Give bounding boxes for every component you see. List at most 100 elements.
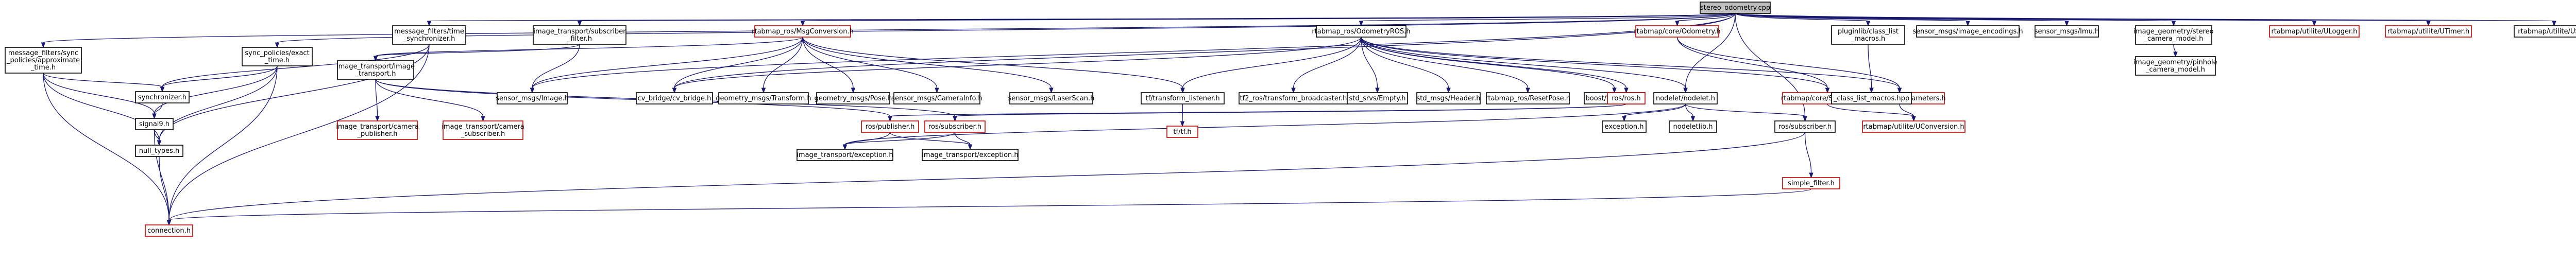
node-imgSubFilter[interactable]: image_transport/subscriber_filter.h	[533, 25, 626, 45]
node-rosPublisher[interactable]: ros/publisher.h	[861, 120, 919, 133]
node-pinhole[interactable]: image_geometry/pinhole_camera_model.h	[2133, 56, 2217, 76]
node-box	[135, 145, 183, 157]
node-sensorEnc[interactable]: sensor_msgs/image_encodings.h	[1912, 25, 2023, 38]
edge-synchronizer-to-signal9	[152, 102, 163, 119]
node-itException[interactable]: image_transport/exception.h	[796, 149, 893, 161]
node-cvBridge[interactable]: cv_bridge/cv_bridge.h	[636, 92, 713, 104]
edge-exactTime-to-connection	[166, 65, 278, 226]
node-coreOdom[interactable]: rtabmap/core/Odometry.h	[1634, 25, 1721, 38]
node-uLogger[interactable]: rtabmap/utilite/ULogger.h	[2269, 25, 2360, 38]
node-label: image_transport/exception.h	[922, 151, 1018, 159]
node-signal9[interactable]: signal9.h	[135, 118, 174, 130]
node-classListMacros[interactable]: _class_list_macros.hpp	[1831, 92, 1912, 104]
node-laserScan[interactable]: sensor_msgs/LaserScan.h	[1008, 92, 1095, 104]
node-tfH[interactable]: tf/tf.h	[1166, 126, 1198, 138]
edge-exactTime-to-nullTypes	[157, 65, 278, 146]
node-label: _synchronizer.h	[403, 35, 455, 43]
edge-root-to-msgConv	[800, 13, 1736, 27]
node-stdHeader[interactable]: std_msgs/Header.h	[1416, 92, 1481, 104]
node-label: sensor_msgs/Image.h	[496, 95, 569, 102]
node-simpleFilter[interactable]: simple_filter.h	[1782, 177, 1840, 189]
node-subscriber[interactable]: ros/subscriber.h	[1774, 120, 1836, 133]
node-label: _camera_model.h	[2145, 66, 2205, 74]
node-nodeletlib[interactable]: nodeletlib.h	[1669, 120, 1717, 133]
node-label: rtabmap_ros/ResetPose.h	[1485, 95, 1570, 102]
node-label: nodeletlib.h	[1673, 123, 1713, 131]
edge-imgTransport-to-camSub	[375, 79, 485, 122]
node-msgFilters[interactable]: message_filters/time_synchronizer.h	[392, 25, 466, 45]
node-connection[interactable]: connection.h	[145, 224, 193, 237]
node-label: _macros.h	[1851, 35, 1885, 43]
node-label: std_msgs/Header.h	[1417, 95, 1481, 102]
node-box	[1782, 177, 1840, 189]
node-msgConv[interactable]: rtabmap_ros/MsgConversion.h	[752, 25, 854, 38]
node-odomROS[interactable]: rtabmap_ros/OdometryROS.h	[1312, 25, 1411, 38]
node-tfListener[interactable]: tf/transform_listener.h	[1141, 92, 1225, 104]
node-sensorImu[interactable]: sensor_msgs/Imu.h	[2035, 25, 2099, 38]
node-label: _time.h	[264, 57, 290, 64]
node-exactTime[interactable]: sync_policies/exact_time.h	[242, 47, 313, 66]
edge-signal9-to-nullTypes	[154, 129, 162, 146]
edge-odomROS-to-rosH	[1361, 37, 1629, 94]
node-box	[1009, 92, 1093, 104]
edge-imgGeomStereo-to-pinhole	[2173, 44, 2178, 58]
node-geoPose[interactable]: geometry_msgs/Pose.h	[815, 92, 892, 104]
node-label: _policies/approximate	[6, 57, 80, 64]
node-imgTransport[interactable]: image_transport/image_transport.h	[336, 60, 415, 80]
edge-odomROS-to-tf2Broad	[1291, 37, 1362, 94]
node-synchronizer[interactable]: synchronizer.h	[135, 91, 190, 103]
node-camInfo[interactable]: sensor_msgs/CameraInfo.h	[891, 92, 982, 104]
edge-rosSubscriber-to-itException	[842, 132, 956, 150]
node-camSub[interactable]: image_transport/camera_subscriber.h	[442, 120, 524, 140]
node-label: _transport.h	[355, 70, 396, 78]
node-itException2[interactable]: image_transport/exception.h	[922, 149, 1019, 161]
node-resetPose[interactable]: rtabmap_ros/ResetPose.h	[1485, 92, 1570, 104]
node-box	[924, 120, 986, 133]
node-label: ros/ros.h	[1612, 95, 1640, 102]
node-box	[242, 47, 313, 66]
node-imgGeomStereo[interactable]: image_geometry/stereo_camera_model.h	[2133, 25, 2214, 45]
node-label: rtabmap_ros/OdometryROS.h	[1312, 28, 1410, 36]
node-label: exception.h	[1605, 123, 1644, 131]
node-nullTypes[interactable]: null_types.h	[135, 145, 183, 157]
node-sensorImage[interactable]: sensor_msgs/Image.h	[496, 92, 569, 104]
edge-coreOdom-to-coreParams	[1676, 37, 1902, 94]
edge-coreOdom-to-sensorData	[1676, 37, 1830, 94]
edge-root-to-sensorImage	[530, 13, 1736, 94]
node-exception[interactable]: exception.h	[1602, 120, 1647, 133]
node-uStl[interactable]: rtabmap/utilite/UStl.h	[2514, 25, 2576, 38]
node-camPub[interactable]: image_transport/camera_publisher.h	[336, 120, 419, 140]
edge-msgConv-to-geoPose	[802, 37, 856, 94]
node-approxTime[interactable]: message_filters/sync_policies/approximat…	[5, 47, 82, 74]
node-pluginlib[interactable]: pluginlib/class_list_macros.h	[1831, 25, 1905, 45]
node-label: rtabmap/utilite/UConversion.h	[1863, 123, 1964, 131]
node-uTimer[interactable]: rtabmap/utilite/UTimer.h	[2385, 25, 2472, 38]
node-box	[1653, 92, 1718, 104]
edge-sensorData-to-uConversion	[1827, 103, 1916, 122]
node-box	[754, 25, 851, 38]
node-rosSubscriber[interactable]: ros/subscriber.h	[924, 120, 986, 133]
node-box	[1916, 25, 2020, 38]
edge-rosH-to-rosSubscriber	[953, 103, 1627, 122]
node-nodelet[interactable]: nodelet/nodelet.h	[1653, 92, 1718, 104]
node-rosH[interactable]: ros/ros.h	[1607, 92, 1646, 104]
node-label: image_transport/subscriber	[533, 28, 626, 36]
node-stdEmpty[interactable]: std_srvs/Empty.h	[1347, 92, 1408, 104]
node-tf2Broad[interactable]: tf2_ros/transform_broadcaster.h	[1239, 92, 1348, 104]
node-root[interactable]: stereo_odometry.cpp	[1700, 2, 1771, 14]
node-box	[1774, 120, 1836, 133]
edge-root-to-pluginlib	[1735, 13, 1871, 27]
node-box	[1831, 25, 1905, 45]
edge-nodelet-to-nodeletlib	[1685, 103, 1696, 122]
node-label: pluginlib/class_list	[1838, 28, 1899, 36]
node-geoTransform[interactable]: geometry_msgs/Transform.h	[716, 92, 811, 104]
edge-imgSubFilter-to-imgTransport	[373, 44, 580, 62]
node-label: sensor_msgs/image_encodings.h	[1912, 28, 2023, 36]
node-label: _subscriber.h	[461, 130, 505, 138]
node-label: std_srvs/Empty.h	[1349, 95, 1405, 102]
node-label: image_transport/exception.h	[796, 151, 893, 159]
node-uConversion[interactable]: rtabmap/utilite/UConversion.h	[1862, 120, 1965, 133]
node-box	[337, 60, 414, 80]
node-label: geometry_msgs/Pose.h	[815, 95, 892, 102]
node-box	[2135, 56, 2216, 76]
